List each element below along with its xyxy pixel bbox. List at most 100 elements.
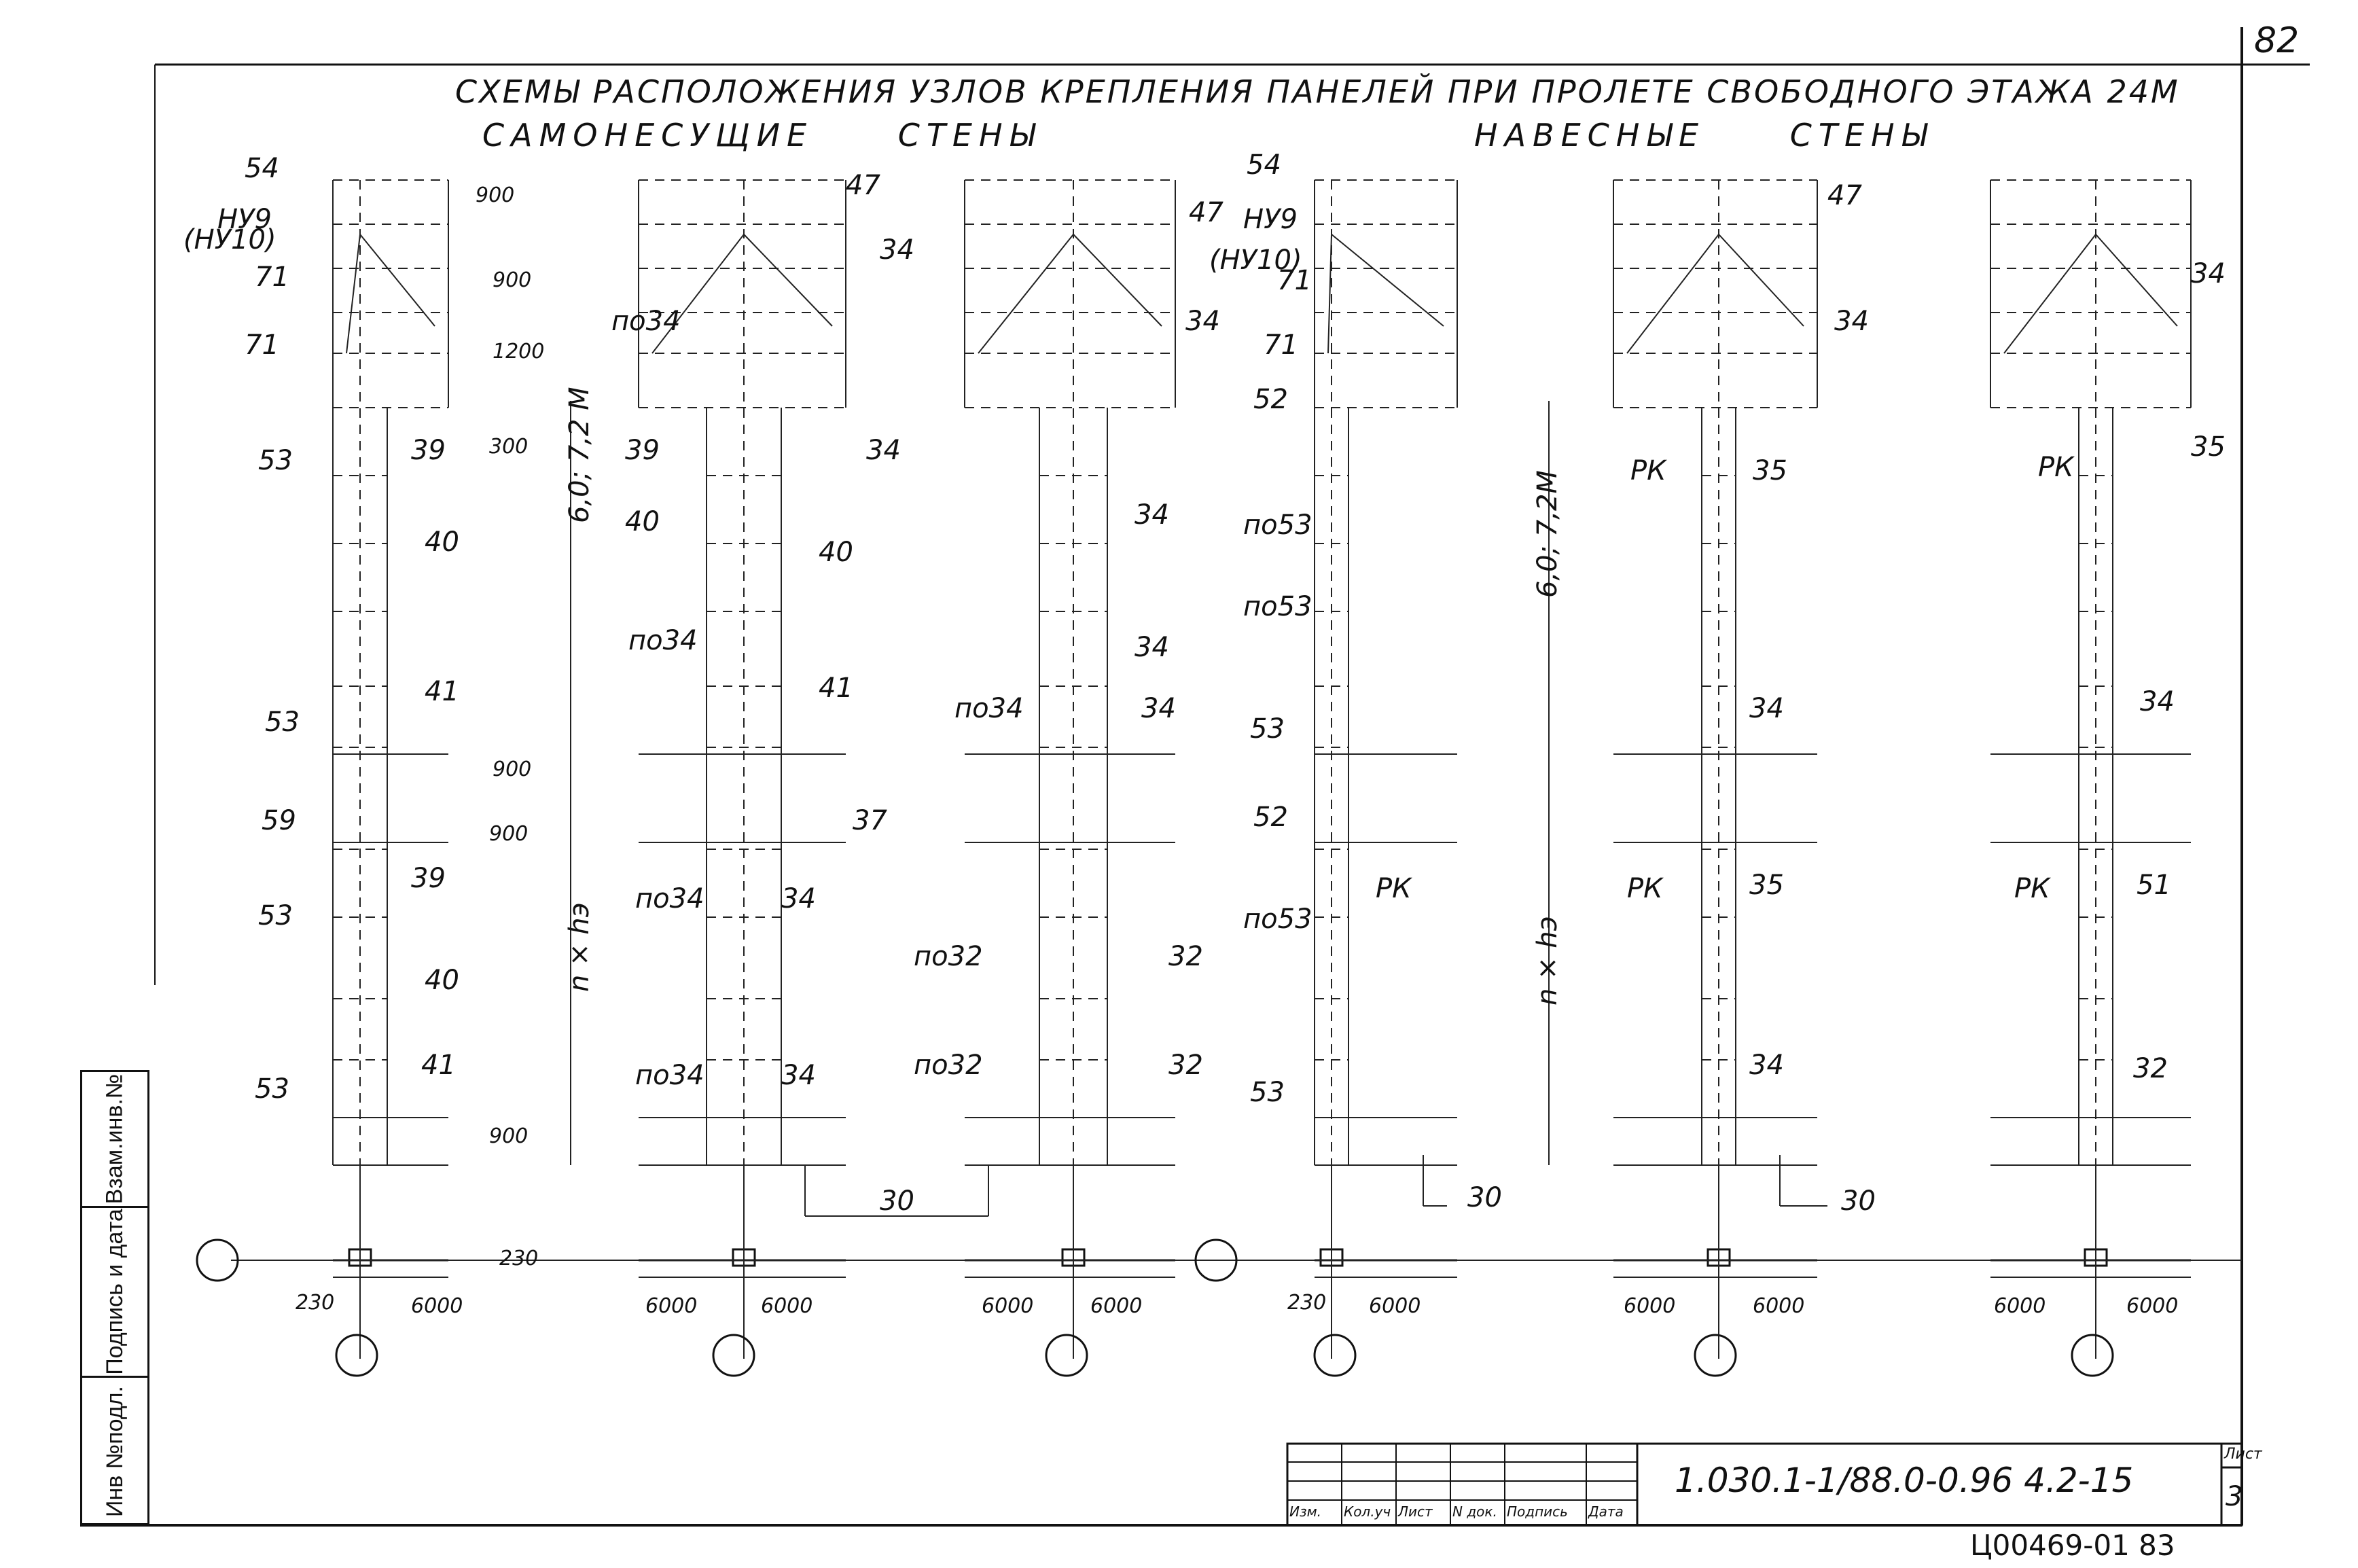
label-rk: РК bbox=[1627, 873, 1663, 904]
label-35: 35 bbox=[1749, 870, 1784, 901]
axis-circle bbox=[335, 1334, 378, 1377]
label-40: 40 bbox=[425, 965, 459, 996]
drawing-line bbox=[1073, 234, 1162, 327]
side-stamp-cell: Подпись и дата bbox=[82, 1208, 147, 1378]
dim-6000: 6000 bbox=[761, 1294, 813, 1318]
dim-6000: 6000 bbox=[2126, 1294, 2179, 1318]
label-32: 32 bbox=[2133, 1053, 2168, 1084]
label-47: 47 bbox=[846, 170, 880, 201]
dim-900: 900 bbox=[493, 268, 532, 292]
label-34: 34 bbox=[1749, 1050, 1784, 1081]
label-51: 51 bbox=[2137, 870, 2171, 901]
label-71: 71 bbox=[1277, 265, 1312, 296]
label-71: 71 bbox=[255, 262, 289, 293]
label-34: 34 bbox=[781, 1060, 816, 1091]
label-po34: по34 bbox=[635, 883, 704, 914]
axis-circle bbox=[1045, 1334, 1088, 1377]
dim-900: 900 bbox=[493, 758, 532, 781]
label-nu10: (НУ10) bbox=[183, 224, 276, 255]
label-34: 34 bbox=[2191, 258, 2226, 289]
label-52: 52 bbox=[1253, 384, 1288, 415]
label-rk: РК bbox=[2014, 873, 2050, 904]
sheet-title: СХЕМЫ РАСПОЛОЖЕНИЯ УЗЛОВ КРЕПЛЕНИЯ ПАНЕЛ… bbox=[455, 73, 2180, 110]
label-32: 32 bbox=[1168, 941, 1203, 972]
label-nu9: НУ9 bbox=[217, 204, 272, 235]
dim-6000: 6000 bbox=[982, 1294, 1034, 1318]
label-po32: по32 bbox=[914, 941, 983, 972]
label-39: 39 bbox=[625, 435, 660, 466]
label-po34: по34 bbox=[611, 306, 681, 337]
label-34: 34 bbox=[880, 234, 914, 266]
label-54: 54 bbox=[1247, 149, 1281, 181]
label-40: 40 bbox=[625, 506, 660, 537]
stamp-column-header: Изм. bbox=[1289, 1503, 1322, 1520]
dim-900: 900 bbox=[489, 1124, 529, 1148]
dim-1200: 1200 bbox=[493, 340, 545, 363]
label-34: 34 bbox=[1135, 499, 1169, 531]
label-71: 71 bbox=[245, 329, 279, 361]
side-stamp: Взам.инв.№ Подпись и дата Инв №подл. bbox=[80, 1070, 149, 1525]
label-40: 40 bbox=[425, 527, 459, 558]
label-34: 34 bbox=[866, 435, 901, 466]
dim-nhe-label: n × hэ bbox=[1532, 916, 1563, 1005]
stamp-column-header: N док. bbox=[1452, 1503, 1497, 1520]
drawing-line bbox=[1327, 234, 1332, 354]
dim-6000: 6000 bbox=[645, 1294, 698, 1318]
label-53: 53 bbox=[258, 900, 293, 931]
label-71: 71 bbox=[1264, 329, 1298, 361]
label-52: 52 bbox=[1253, 802, 1288, 833]
side-stamp-cell: Взам.инв.№ bbox=[82, 1072, 147, 1208]
stamp-column-header: Кол.уч bbox=[1344, 1503, 1391, 1520]
drawing-line bbox=[1718, 234, 1804, 327]
label-53: 53 bbox=[1250, 713, 1285, 745]
dim-6000: 6000 bbox=[1090, 1294, 1143, 1318]
dim-nhe-label: n × hэ bbox=[564, 902, 595, 992]
dim-6000: 6000 bbox=[411, 1294, 463, 1318]
label-41: 41 bbox=[421, 1050, 456, 1081]
label-34: 34 bbox=[781, 883, 816, 914]
label-34: 34 bbox=[2140, 686, 2175, 717]
label-po53: по53 bbox=[1243, 510, 1312, 541]
side-stamp-text: Взам.инв.№ bbox=[101, 1073, 128, 1205]
label-40: 40 bbox=[819, 537, 853, 568]
label-35: 35 bbox=[1753, 455, 1787, 486]
label-rk: РК bbox=[1376, 873, 1412, 904]
stamp-column-header: Лист bbox=[1398, 1503, 1433, 1520]
label-41: 41 bbox=[819, 673, 853, 704]
label-53: 53 bbox=[1250, 1077, 1285, 1108]
label-54: 54 bbox=[245, 153, 279, 184]
drawing-line bbox=[1331, 234, 1444, 327]
dim-height-label: 6,0; 7,2 М bbox=[564, 387, 595, 523]
drawing-line bbox=[1626, 234, 1719, 354]
stamp-sheet-label: Лист bbox=[2224, 1446, 2262, 1463]
stamp-column-header: Дата bbox=[1588, 1503, 1624, 1520]
label-53: 53 bbox=[255, 1073, 289, 1105]
label-nu10: (НУ10) bbox=[1209, 245, 1302, 276]
axis-circle bbox=[1194, 1239, 1238, 1282]
drawing-line bbox=[2003, 234, 2096, 354]
label-34: 34 bbox=[1749, 693, 1784, 724]
dim-900: 900 bbox=[476, 183, 515, 207]
label-po34: по34 bbox=[635, 1060, 704, 1091]
label-po53: по53 bbox=[1243, 904, 1312, 935]
footer-code: Ц00469-01 83 bbox=[1970, 1529, 2175, 1562]
label-34: 34 bbox=[1141, 693, 1176, 724]
side-stamp-text: Подпись и дата bbox=[101, 1209, 128, 1375]
dim-230: 230 bbox=[296, 1291, 335, 1315]
axis-circle bbox=[2071, 1334, 2114, 1377]
drawing-line bbox=[2095, 234, 2178, 327]
stamp-designation: 1.030.1-1/88.0-0.96 4.2-15 bbox=[1675, 1461, 2134, 1500]
label-47: 47 bbox=[1189, 197, 1223, 228]
subtitle-self-bearing: САМОНЕСУЩИЕ СТЕНЫ bbox=[482, 117, 1042, 154]
drawing-line bbox=[359, 234, 435, 327]
drawing-line bbox=[743, 234, 833, 327]
side-stamp-text: Инв №подл. bbox=[101, 1386, 128, 1517]
label-32: 32 bbox=[1168, 1050, 1203, 1081]
page-number: 82 bbox=[2254, 20, 2300, 61]
stamp-column-header: Подпись bbox=[1507, 1503, 1568, 1520]
axis-circle bbox=[712, 1334, 755, 1377]
label-30: 30 bbox=[1841, 1186, 1876, 1217]
label-po53: по53 bbox=[1243, 591, 1312, 622]
axis-circle bbox=[1694, 1334, 1737, 1377]
